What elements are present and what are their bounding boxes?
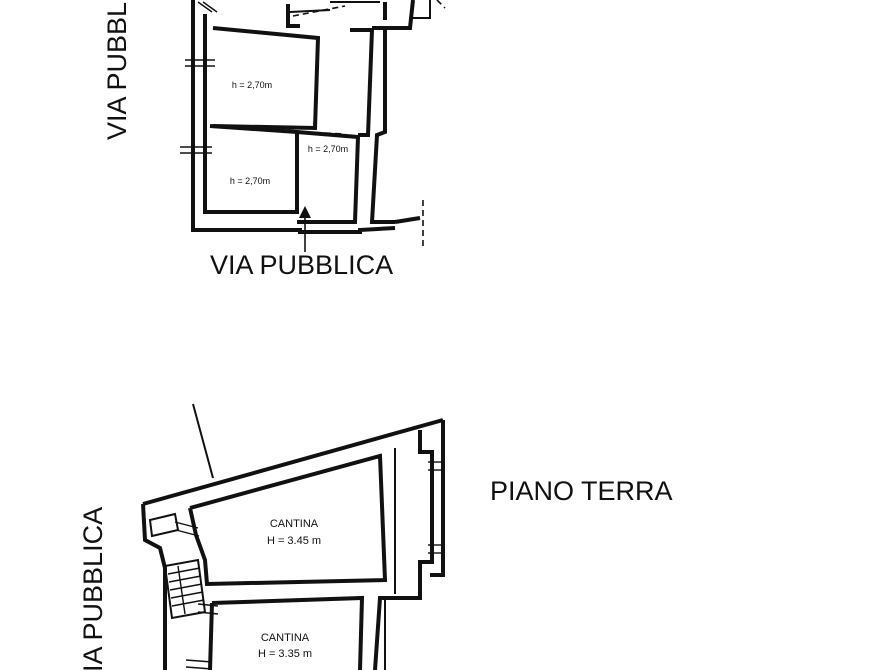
cantina-2-name: CANTINA bbox=[261, 632, 310, 644]
cantina-1-name: CANTINA bbox=[270, 518, 319, 530]
staircase-icon bbox=[163, 558, 207, 620]
upper-top-right bbox=[286, 0, 415, 30]
lower-outer-wall bbox=[141, 503, 167, 670]
cantina-2-height: H = 3.35 m bbox=[258, 648, 312, 660]
upper-right-wall bbox=[369, 26, 395, 224]
upper-top-step bbox=[289, 0, 431, 19]
lower-top-wall bbox=[142, 418, 444, 506]
entrance-arrow-icon bbox=[299, 206, 311, 252]
upper-dashed-1 bbox=[292, 5, 346, 17]
upper-room-1-height: h = 2,70m bbox=[232, 80, 272, 90]
upper-window-marks bbox=[180, 1, 218, 154]
upper-room-1-wall bbox=[212, 26, 321, 131]
upper-room-3-height: h = 2,70m bbox=[308, 144, 348, 154]
lower-right-inner bbox=[384, 448, 396, 670]
upper-room-2-height: h = 2,70m bbox=[230, 176, 270, 186]
upper-dashed-4 bbox=[436, 0, 446, 9]
lower-boundary-line bbox=[192, 403, 214, 479]
upper-dashed-2 bbox=[304, 131, 346, 135]
upper-outer-wall bbox=[191, 0, 396, 234]
upper-street-label-bottom: VIA PUBBLICA bbox=[210, 250, 393, 280]
upper-right-stub bbox=[394, 216, 421, 224]
lower-street-label-left: VIA PUBBLICA bbox=[78, 507, 108, 670]
upper-room-3-wall bbox=[296, 130, 361, 224]
lower-window-marks bbox=[174, 461, 444, 670]
upper-street-label-left: VIA PUBBLICA bbox=[102, 0, 132, 140]
lower-cantina-2 bbox=[208, 595, 365, 670]
floor-title: PIANO TERRA bbox=[490, 476, 673, 506]
lower-right-wall bbox=[430, 420, 445, 577]
upper-plan: h = 2,70m h = 2,70m h = 2,70m VIA PUBBLI… bbox=[102, 0, 446, 280]
lower-plan: CANTINA H = 3.45 m CANTINA H = 3.35 m VI… bbox=[78, 403, 673, 670]
lower-right-room bbox=[373, 430, 434, 670]
upper-inner-wall-left bbox=[203, 14, 299, 214]
upper-corridor-wall bbox=[350, 28, 375, 137]
cantina-1-height: H = 3.45 m bbox=[267, 535, 321, 547]
lower-step-box bbox=[148, 512, 180, 538]
